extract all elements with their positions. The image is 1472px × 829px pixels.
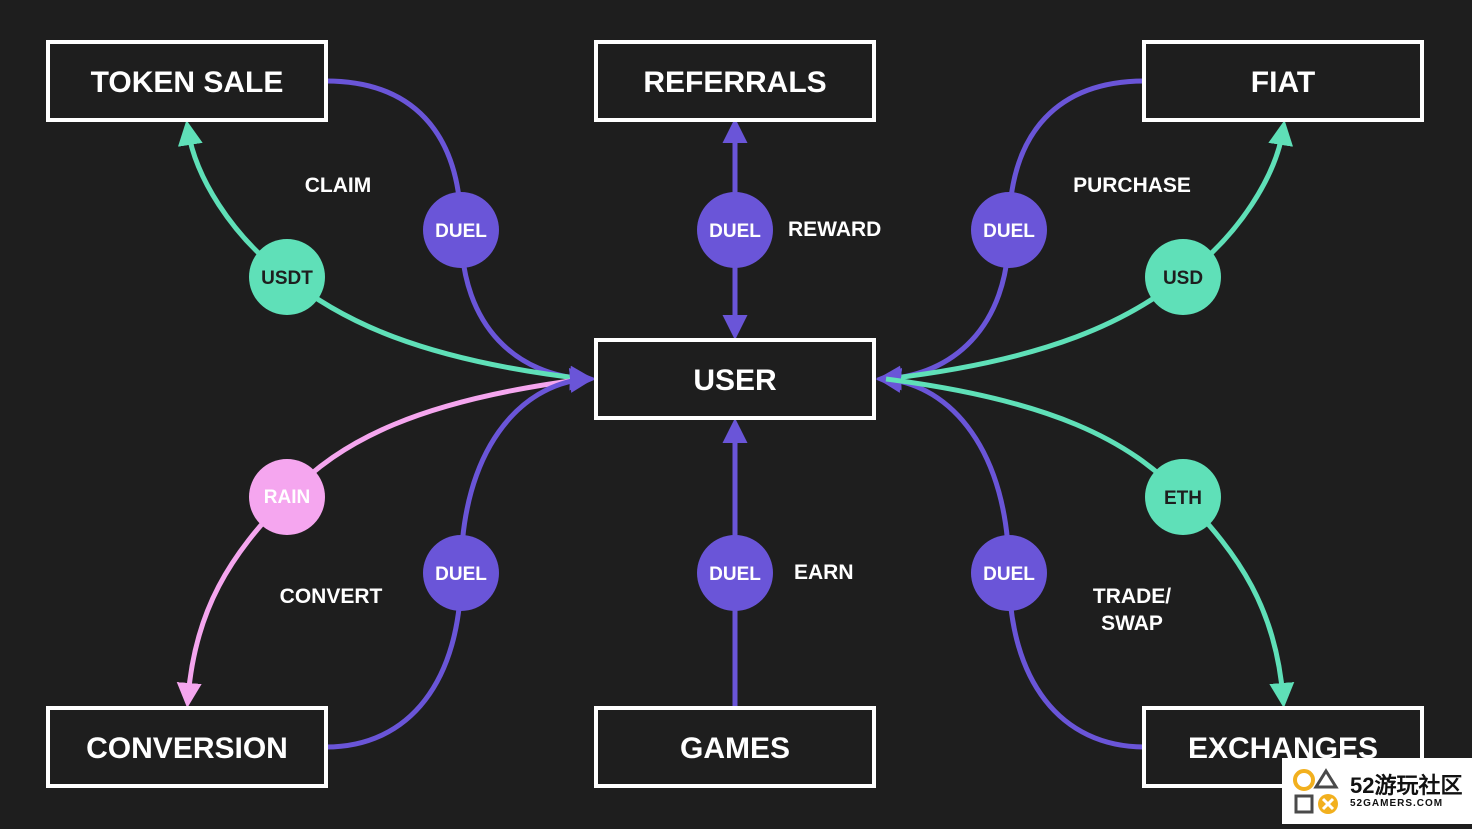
label-swap: SWAP (1101, 612, 1163, 635)
bubble-duel-fiat: DUEL (971, 192, 1047, 268)
bubble-rain-label: RAIN (264, 487, 310, 508)
node-user-label: USER (693, 364, 777, 397)
watermark-sub: 52GAMERS.COM (1350, 797, 1444, 809)
bubble-duel-label: DUEL (435, 221, 487, 242)
bubble-duel-token-sale: DUEL (423, 192, 499, 268)
node-referrals: REFERRALS (594, 40, 876, 122)
bubble-duel-referrals: DUEL (697, 192, 773, 268)
bubble-duel-conversion: DUEL (423, 535, 499, 611)
watermark-logo-icon (1282, 758, 1350, 824)
node-games-label: GAMES (680, 732, 790, 765)
label-claim: CLAIM (305, 174, 372, 197)
label-reward: REWARD (788, 218, 881, 241)
bubble-eth-label: ETH (1164, 488, 1202, 509)
node-conversion-label: CONVERSION (86, 732, 288, 765)
bubble-duel-label: DUEL (983, 564, 1035, 585)
bubble-rain: RAIN (249, 459, 325, 535)
edge-eth-trade (885, 376, 1295, 708)
label-earn: EARN (794, 561, 854, 584)
label-trade: TRADE/ (1093, 585, 1171, 608)
bubble-duel-exchanges: DUEL (971, 535, 1047, 611)
bubble-usdt: USDT (249, 239, 325, 315)
bubble-eth: ETH (1145, 459, 1221, 535)
label-purchase: PURCHASE (1073, 174, 1191, 197)
bubble-duel-games: DUEL (697, 535, 773, 611)
node-fiat: FIAT (1142, 40, 1424, 122)
node-token-sale-label: TOKEN SALE (91, 66, 284, 99)
watermark: 52游玩社区 52GAMERS.COM (1282, 758, 1472, 824)
bubble-usdt-label: USDT (261, 268, 313, 289)
edge-usd-purchase (885, 120, 1294, 382)
node-referrals-label: REFERRALS (643, 66, 826, 99)
label-convert: CONVERT (280, 585, 383, 608)
edge-rain-convert (176, 376, 586, 708)
bubble-duel-label: DUEL (709, 221, 761, 242)
edge-usdt-claim (177, 120, 586, 382)
bubble-usd-label: USD (1163, 268, 1203, 289)
bubble-duel-label: DUEL (983, 221, 1035, 242)
node-token-sale: TOKEN SALE (46, 40, 328, 122)
node-conversion: CONVERSION (46, 706, 328, 788)
watermark-main: 52游玩社区 (1350, 772, 1463, 798)
node-user: USER (594, 338, 876, 420)
watermark-text: 52游玩社区 52GAMERS.COM (1350, 772, 1463, 809)
bubble-duel-label: DUEL (709, 564, 761, 585)
node-games: GAMES (594, 706, 876, 788)
node-fiat-label: FIAT (1251, 66, 1315, 99)
bubble-duel-label: DUEL (435, 564, 487, 585)
bubble-usd: USD (1145, 239, 1221, 315)
